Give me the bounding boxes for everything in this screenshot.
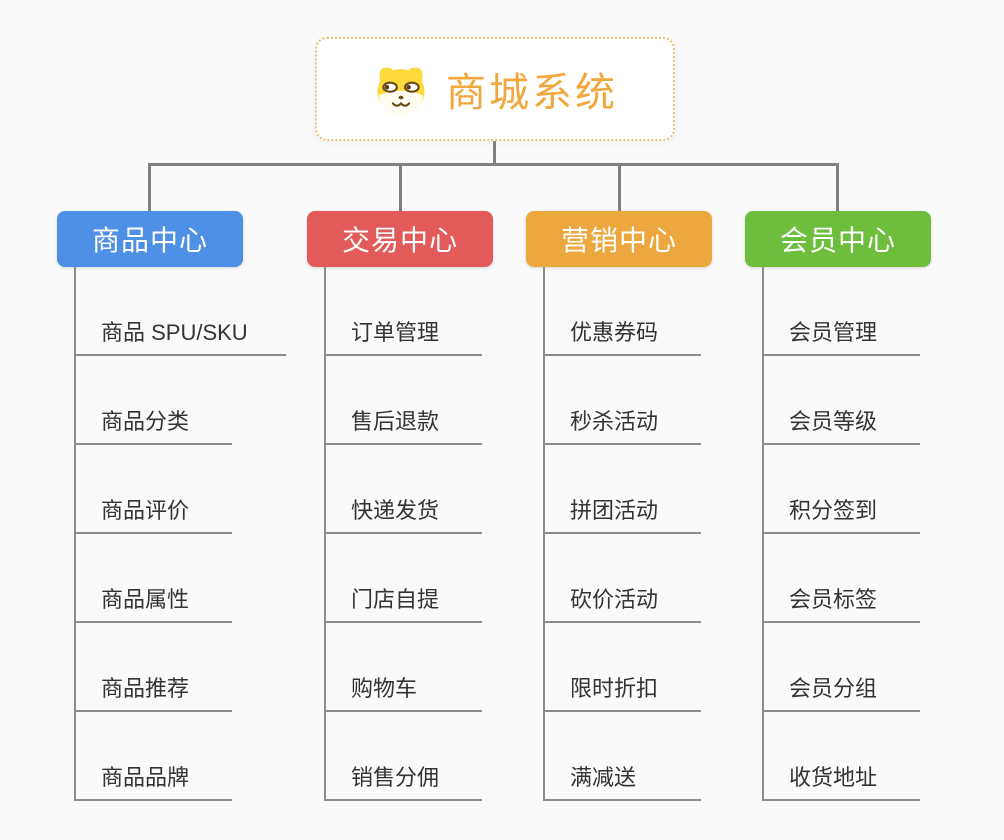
leaf-node[interactable]: 商品 SPU/SKU [74,267,286,356]
leaf-node[interactable]: 会员管理 [762,267,920,356]
leaf-node[interactable]: 商品分类 [74,356,232,445]
leaf-node[interactable]: 门店自提 [324,534,482,623]
leaf-node[interactable]: 会员分组 [762,623,920,712]
connector-drop-trade [399,165,402,211]
connector-spine [74,267,76,801]
branch-node-member-center[interactable]: 会员中心 [745,211,931,267]
branch-node-label: 商品中心 [91,225,208,256]
leaf-node[interactable]: 收货地址 [762,712,920,801]
leaf-node[interactable]: 会员标签 [762,534,920,623]
leaf-node[interactable]: 积分签到 [762,445,920,534]
branch-node-label: 营销中心 [560,225,677,256]
branch-node-label: 会员中心 [779,225,896,256]
leaf-node[interactable]: 秒杀活动 [543,356,701,445]
connector-drop-product [148,165,151,211]
leaf-node[interactable]: 砍价活动 [543,534,701,623]
leaf-node[interactable]: 优惠券码 [543,267,701,356]
connector-spine [543,267,545,801]
branch-children-member: 会员管理 会员等级 积分签到 会员标签 会员分组 收货地址 [762,267,920,801]
connector-spine [762,267,764,801]
branch-children-product: 商品 SPU/SKU 商品分类 商品评价 商品属性 商品推荐 商品品牌 [74,267,286,801]
branch-children-trade: 订单管理 售后退款 快递发货 门店自提 购物车 销售分佣 [324,267,482,801]
branch-node-product-center[interactable]: 商品中心 [57,211,243,267]
connector-drop-member [836,165,839,211]
connector-spine [324,267,326,801]
connector-drop-marketing [618,165,621,211]
leaf-node[interactable]: 商品评价 [74,445,232,534]
connector-horizontal [148,163,839,166]
leaf-node[interactable]: 售后退款 [324,356,482,445]
dog-face-icon [377,67,425,115]
root-node-mall-system[interactable]: 商城系统 [315,37,675,141]
leaf-node[interactable]: 满减送 [543,712,701,801]
root-node-title: 商城系统 [446,71,618,115]
leaf-node[interactable]: 商品推荐 [74,623,232,712]
leaf-node[interactable]: 销售分佣 [324,712,482,801]
branch-node-marketing-center[interactable]: 营销中心 [526,211,712,267]
branch-node-trade-center[interactable]: 交易中心 [307,211,493,267]
leaf-node[interactable]: 会员等级 [762,356,920,445]
leaf-node[interactable]: 订单管理 [324,267,482,356]
leaf-node[interactable]: 商品品牌 [74,712,232,801]
leaf-node[interactable]: 快递发货 [324,445,482,534]
leaf-node[interactable]: 购物车 [324,623,482,712]
leaf-node[interactable]: 拼团活动 [543,445,701,534]
leaf-node[interactable]: 商品属性 [74,534,232,623]
leaf-node[interactable]: 限时折扣 [543,623,701,712]
branch-node-label: 交易中心 [341,225,458,256]
branch-children-marketing: 优惠券码 秒杀活动 拼团活动 砍价活动 限时折扣 满减送 [543,267,701,801]
connector-root-stem [493,141,496,165]
